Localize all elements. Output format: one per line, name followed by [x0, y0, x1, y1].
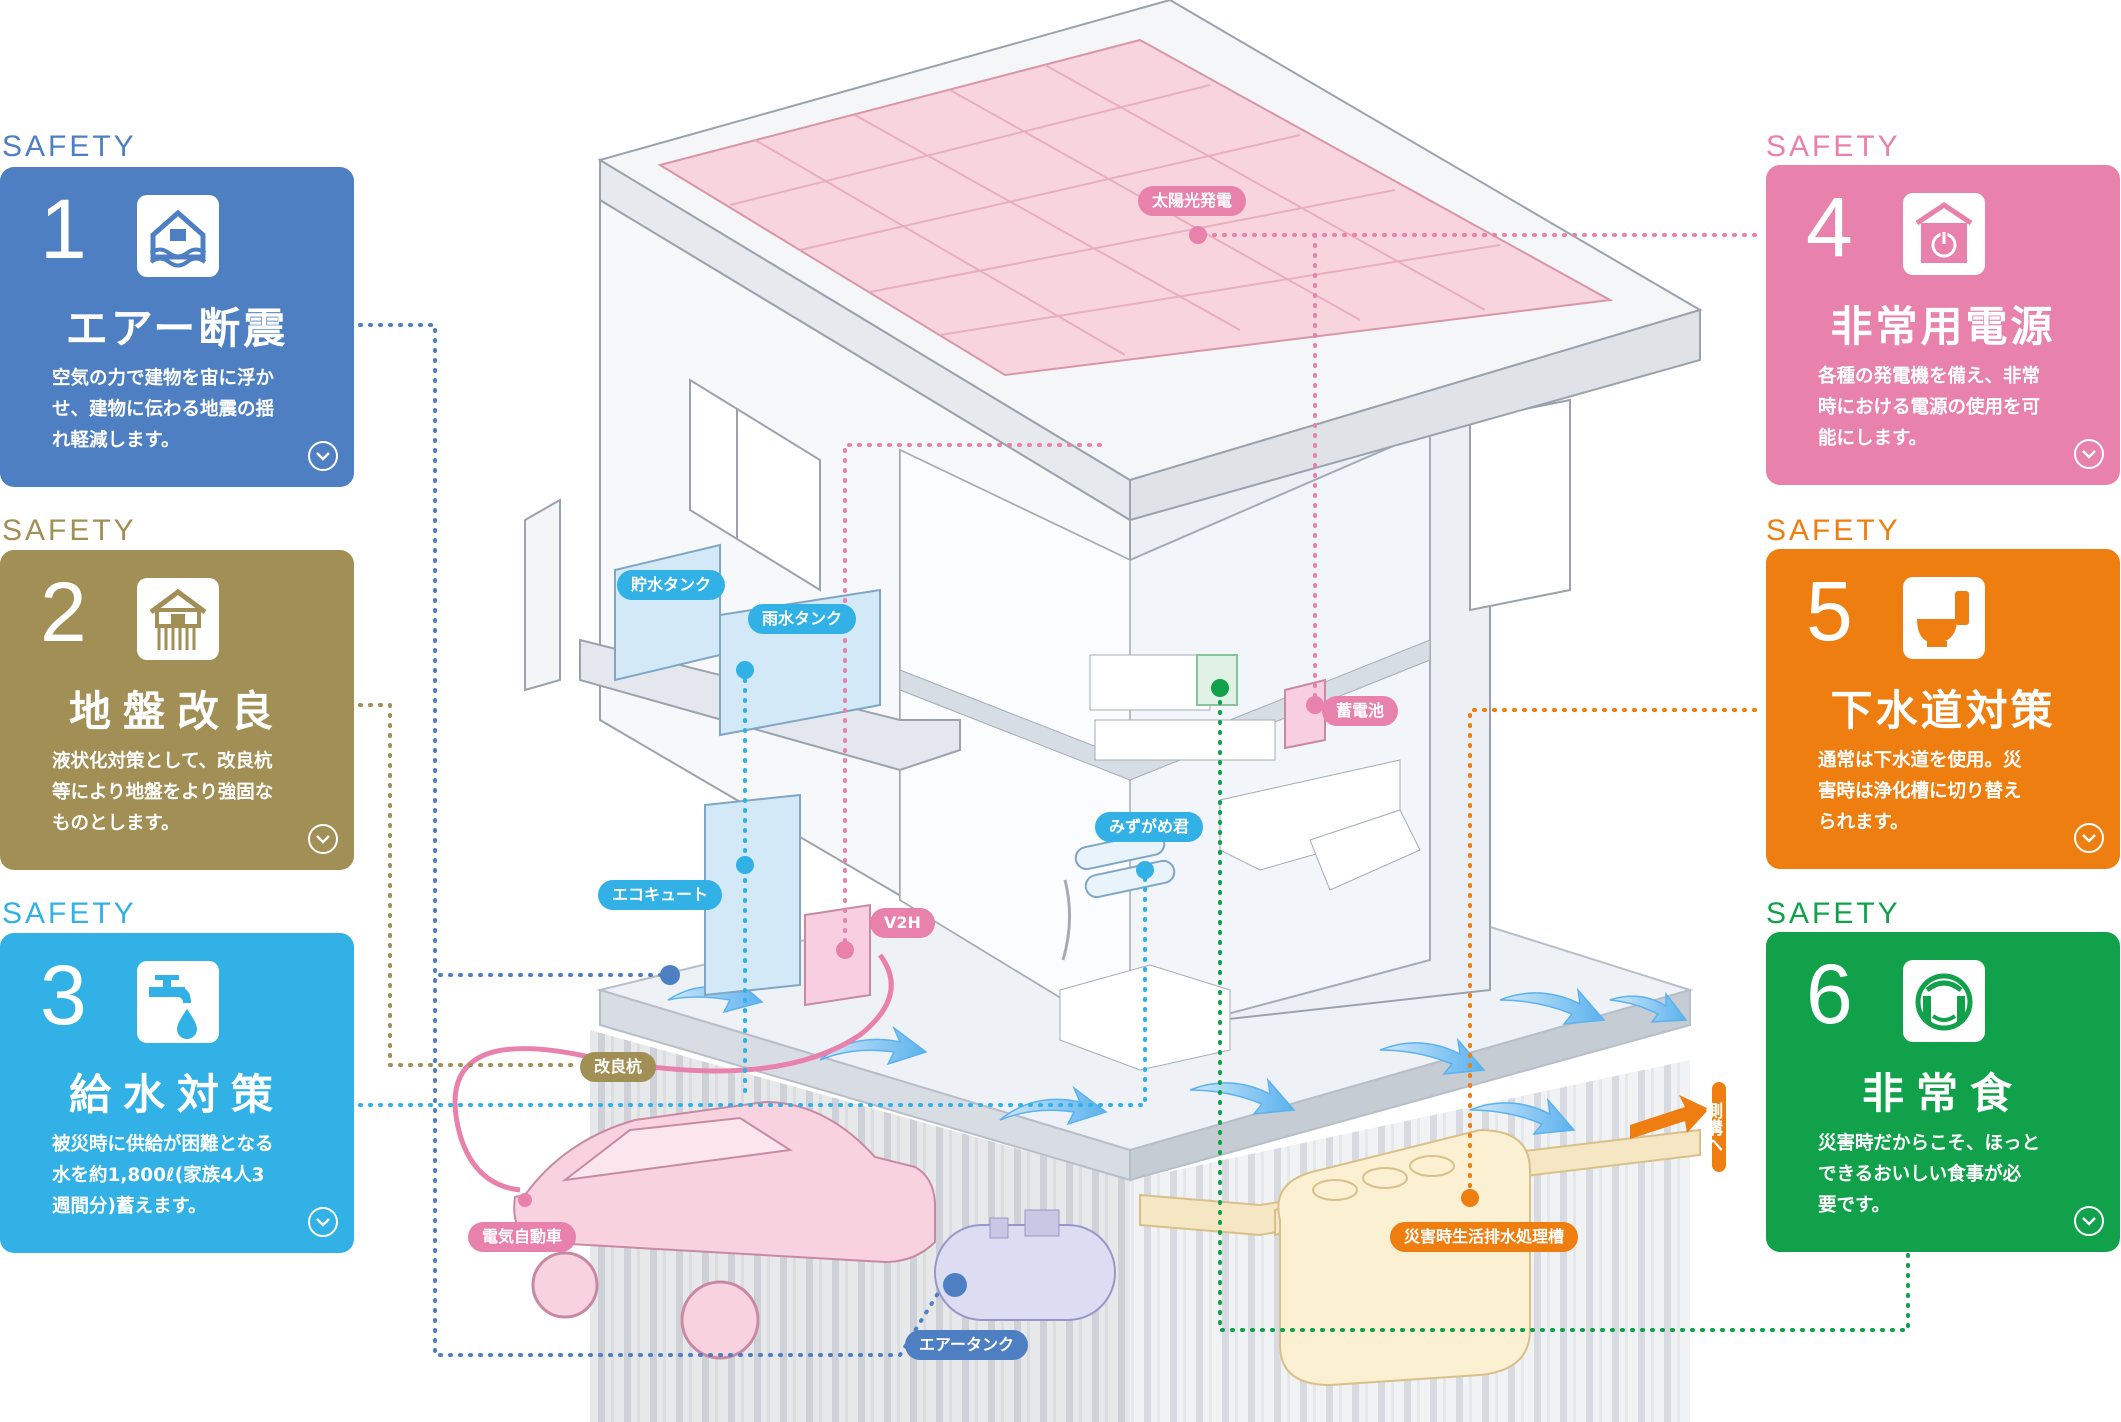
card-air-seismic[interactable]: 1 エアー断震 空気の力で建物を宙に浮か せ、建物に伝わる地震の揺 れ軽減します… — [0, 167, 354, 487]
pile-label[interactable]: 改良杭 — [580, 1052, 657, 1082]
storage-tank-label[interactable]: 貯水タンク — [617, 570, 726, 600]
chevron-down-icon[interactable] — [2074, 439, 2104, 469]
card-number: 5 — [1806, 564, 1853, 658]
card-description: 被災時に供給が困難となる 水を約1,800ℓ(家族4人3 週間分)蓄えます。 — [52, 1129, 324, 1222]
connector-lines — [358, 233, 1910, 1357]
mizugame-label[interactable]: みずがめ君 — [1095, 812, 1204, 842]
desc-line: 液状化対策として、改良杭 — [52, 751, 273, 772]
desc-line: 各種の発電機を備え、非常 — [1818, 366, 2041, 387]
desc-line: 空気の力で建物を宙に浮か — [52, 368, 275, 389]
house-wave-icon — [137, 195, 219, 277]
desc-line: せ、建物に伝わる地震の揺 — [52, 399, 275, 420]
chevron-down-icon[interactable] — [308, 1207, 338, 1237]
chevron-down-icon[interactable] — [2074, 1206, 2104, 1236]
card-title: 地盤改良 — [68, 687, 285, 736]
desc-line: 水を約1,800ℓ(家族4人3 — [52, 1165, 265, 1186]
house-piles-icon — [137, 578, 219, 660]
chevron-down-icon[interactable] — [308, 441, 338, 471]
air-tank-shape — [934, 1209, 1116, 1321]
car-shape — [513, 1100, 936, 1360]
toilet-icon — [1903, 577, 1985, 659]
card-sewage[interactable]: 5 下水道対策 通常は下水道を使用。災 害時は浄化槽に切り替え られます。 — [1766, 549, 2120, 869]
solar-power-label[interactable]: 太陽光発電 — [1138, 186, 1247, 216]
chevron-down-icon[interactable] — [308, 824, 338, 854]
desc-line: 時における電源の使用を可 — [1818, 397, 2041, 418]
card-water-supply[interactable]: 3 給水対策 被災時に供給が困難となる 水を約1,800ℓ(家族4人3 週間分)… — [0, 933, 354, 1253]
desc-line: できるおいしい食事が必 — [1818, 1164, 2022, 1185]
ev-label[interactable]: 電気自動車 — [468, 1222, 577, 1252]
card-title: 非常用電源 — [1830, 302, 2056, 351]
power-icon — [1903, 193, 1985, 275]
desc-line: 害時は浄化槽に切り替え — [1818, 781, 2022, 802]
card-description: 各種の発電機を備え、非常 時における電源の使用を可 能にします。 — [1818, 361, 2090, 454]
desc-line: 通常は下水道を使用。災 — [1818, 750, 2022, 771]
card-emergency-food[interactable]: 6 非常食 災害時だからこそ、ほっと できるおいしい食事が必 要です。 — [1766, 932, 2120, 1252]
septic-tank-label[interactable]: 災害時生活排水処理槽 — [1390, 1222, 1579, 1252]
air-tank-label[interactable]: エアータンク — [905, 1330, 1029, 1360]
card-2-safety-label: SAFETY — [2, 514, 137, 547]
card-title: エアー断震 — [65, 304, 289, 353]
card-1-safety-label: SAFETY — [2, 130, 137, 163]
desc-line: 被災時に供給が困難となる — [52, 1134, 274, 1155]
card-number: 6 — [1806, 947, 1853, 1041]
air-flow-arrows — [667, 975, 1688, 1135]
card-4-safety-label: SAFETY — [1766, 130, 1901, 163]
card-description: 災害時だからこそ、ほっと できるおいしい食事が必 要です。 — [1818, 1128, 2090, 1221]
card-number: 1 — [40, 182, 87, 276]
desc-line: ものとします。 — [52, 813, 180, 834]
rain-tank-label[interactable]: 雨水タンク — [748, 604, 857, 634]
desc-line: 能にします。 — [1818, 428, 1928, 449]
card-number: 3 — [40, 948, 87, 1042]
card-ground-improvement[interactable]: 2 地盤改良 液状化対策として、改良杭 等により地盤をより強固な ものとします。 — [0, 550, 354, 870]
ecocute-label[interactable]: エコキュート — [598, 880, 723, 910]
desc-line: られます。 — [1818, 812, 1909, 833]
desc-line: 災害時だからこそ、ほっと — [1818, 1133, 2041, 1154]
desc-line: 週間分)蓄えます。 — [52, 1196, 207, 1217]
house-body — [524, 198, 1571, 1071]
card-3-safety-label: SAFETY — [2, 897, 137, 930]
card-5-safety-label: SAFETY — [1766, 514, 1901, 547]
faucet-icon — [137, 961, 219, 1043]
card-description: 通常は下水道を使用。災 害時は浄化槽に切り替え られます。 — [1818, 745, 2090, 838]
roof — [597, 0, 1703, 522]
desc-line: 要です。 — [1818, 1195, 1891, 1216]
card-6-safety-label: SAFETY — [1766, 897, 1901, 930]
battery-label[interactable]: 蓄電池 — [1322, 696, 1399, 726]
gutter-arrow — [1630, 1095, 1709, 1139]
desc-line: れ軽減します。 — [52, 430, 180, 451]
card-number: 4 — [1806, 180, 1853, 274]
card-title: 非常食 — [1861, 1069, 2024, 1118]
v2h-label[interactable]: V2H — [870, 908, 935, 938]
card-description: 液状化対策として、改良杭 等により地盤をより強固な ものとします。 — [52, 746, 324, 839]
eating-icon — [1903, 960, 1985, 1042]
desc-line: 等により地盤をより強固な — [52, 782, 274, 803]
gutter-label[interactable]: 側溝へ — [1702, 1082, 1726, 1172]
chevron-down-icon[interactable] — [2074, 823, 2104, 853]
card-description: 空気の力で建物を宙に浮か せ、建物に伝わる地震の揺 れ軽減します。 — [52, 363, 324, 456]
marker-dots — [518, 226, 1479, 1297]
card-number: 2 — [40, 565, 87, 659]
card-title: 給水対策 — [68, 1070, 285, 1119]
card-emergency-power[interactable]: 4 非常用電源 各種の発電機を備え、非常 時における電源の使用を可 能にします。 — [1766, 165, 2120, 485]
card-title: 下水道対策 — [1830, 686, 2056, 735]
